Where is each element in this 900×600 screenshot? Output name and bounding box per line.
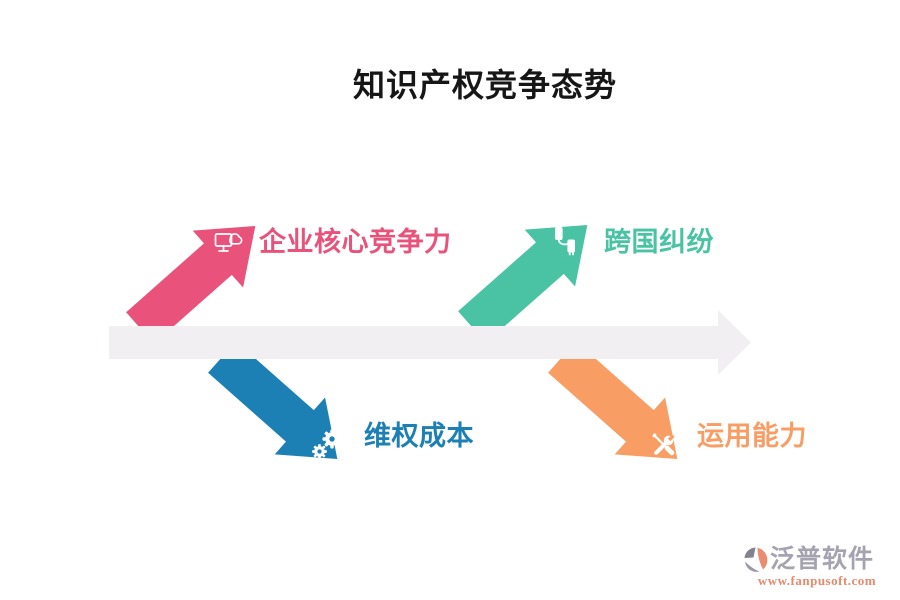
label-rights-protection-cost: 维权成本 (364, 421, 474, 451)
label-application-ability: 运用能力 (697, 421, 807, 451)
fanpu-logo-icon (744, 547, 768, 572)
usb-cable-icon (555, 223, 575, 256)
tools-icon (652, 433, 675, 456)
watermark-url: www.fanpusoft.com (757, 573, 877, 588)
watermark: 泛普软件 www.fanpusoft.com (742, 546, 892, 594)
watermark-brand: 泛普软件 (770, 546, 875, 573)
page-title: 知识产权竞争态势 (352, 67, 618, 103)
label-core-competitiveness: 企业核心竞争力 (259, 227, 452, 257)
cloud-computer-icon (214, 233, 243, 252)
label-transnational-disputes: 跨国纠纷 (604, 227, 714, 257)
gears-icon (312, 429, 342, 459)
timeline-arrow (109, 310, 751, 375)
